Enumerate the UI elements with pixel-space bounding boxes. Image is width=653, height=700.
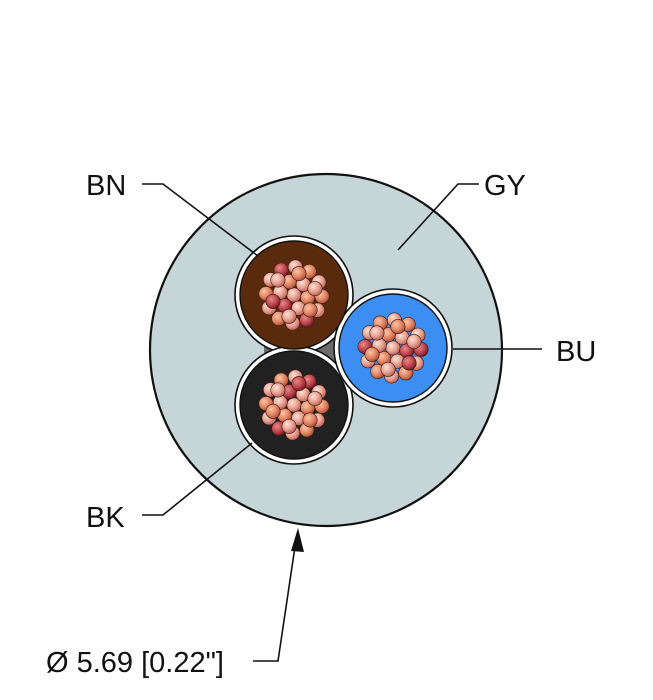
- label-bu: BU: [556, 336, 596, 368]
- copper-strand: [281, 418, 297, 434]
- label-gy: GY: [484, 170, 526, 202]
- copper-strand: [270, 382, 286, 398]
- copper-strand: [380, 361, 396, 377]
- copper-strand: [291, 266, 307, 282]
- copper-strand: [401, 355, 417, 371]
- diameter-arrowhead: [291, 528, 304, 552]
- copper-strand: [307, 281, 323, 297]
- brown-conductor-strands: [258, 259, 330, 331]
- copper-strand: [307, 391, 323, 407]
- label-bn: BN: [86, 170, 126, 202]
- copper-strand: [270, 272, 286, 288]
- copper-strand: [406, 334, 422, 350]
- gy-leader-line: [397, 183, 479, 251]
- copper-strand: [364, 346, 380, 362]
- copper-strand: [302, 302, 318, 318]
- black-conductor-strands: [258, 369, 330, 441]
- copper-strand: [390, 319, 406, 335]
- diameter-leader-line: [253, 539, 297, 662]
- bn-leader-line: [142, 183, 259, 257]
- blue-conductor-strands: [357, 312, 429, 384]
- copper-strand: [291, 376, 307, 392]
- bk-leader-line: [142, 442, 253, 516]
- copper-strand: [265, 293, 281, 309]
- label-bk: BK: [86, 502, 125, 534]
- copper-strand: [302, 412, 318, 428]
- copper-strand: [369, 325, 385, 341]
- copper-strand: [265, 403, 281, 419]
- copper-strand: [281, 308, 297, 324]
- label-diameter: Ø 5.69 [0.22"]: [46, 647, 224, 679]
